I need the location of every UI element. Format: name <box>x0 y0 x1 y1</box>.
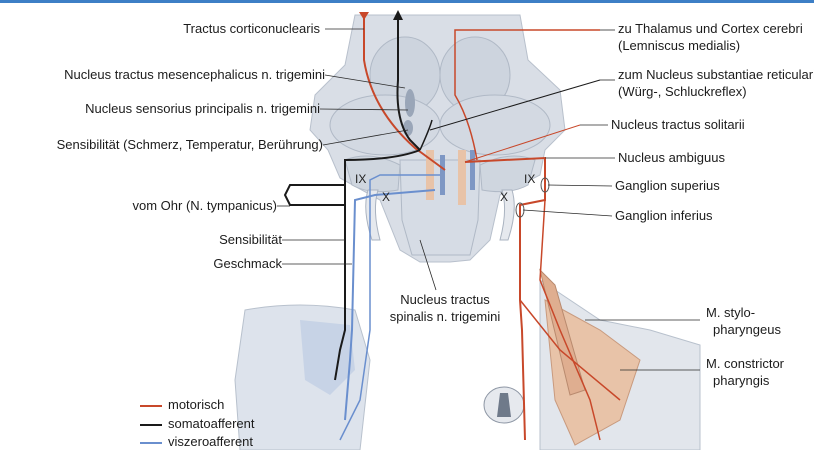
cerebellar-peduncle-left <box>345 156 400 192</box>
label-sensibilitaet: Sensibilität <box>219 232 282 248</box>
label-reticularis-line2: (Würg-, Schluckreflex) <box>618 84 747 100</box>
label-ganglion-superius: Ganglion superius <box>615 178 720 194</box>
leader-ganglion-inferius <box>523 210 612 216</box>
label-nucleus-mesencephalicus: Nucleus tractus mesencephalicus n. trige… <box>64 67 325 83</box>
label-sensibilitaet-schmerz: Sensibilität (Schmerz, Temperatur, Berüh… <box>57 137 323 153</box>
label-stylo-line1: M. stylo- <box>706 305 755 321</box>
mark-ix-right: IX <box>524 172 535 186</box>
solitary-nucleus-right <box>470 150 475 190</box>
label-thalamus-line2: (Lemniscus medialis) <box>618 38 740 54</box>
legend-swatch-motor <box>140 405 162 407</box>
label-ambiguus: Nucleus ambiguus <box>618 150 725 166</box>
legend-item-motor: motorisch <box>140 397 224 413</box>
label-ganglion-inferius: Ganglion inferius <box>615 208 713 224</box>
solitary-nucleus-left <box>440 155 445 195</box>
label-stylo-line2: pharyngeus <box>713 322 781 338</box>
label-nucleus-sensorius: Nucleus sensorius principalis n. trigemi… <box>85 101 320 117</box>
legend-item-visceral: viszeroafferent <box>140 434 253 450</box>
legend-label-motor: motorisch <box>168 397 224 412</box>
label-spinalis-line2: spinalis n. trigemini <box>380 309 510 325</box>
label-tractus-corticonuclearis: Tractus corticonuclearis <box>183 21 320 37</box>
legend-label-somatic: somatoafferent <box>168 416 254 431</box>
top-bar <box>0 0 814 3</box>
label-geschmack: Geschmack <box>213 256 282 272</box>
label-reticularis-line1: zum Nucleus substantiae reticularis <box>618 67 814 83</box>
label-thalamus-line1: zu Thalamus und Cortex cerebri <box>618 21 803 37</box>
mark-ix-left: IX <box>355 172 366 186</box>
legend-swatch-somatic <box>140 424 162 426</box>
nucleus-column-right <box>458 150 466 205</box>
pons-left <box>330 95 440 155</box>
label-constrictor-line1: M. constrictor <box>706 356 784 372</box>
sensory-nucleus <box>403 120 413 136</box>
mark-x-left: X <box>382 190 390 204</box>
label-constrictor-line2: pharyngis <box>713 373 769 389</box>
label-tractus-solitarii: Nucleus tractus solitarii <box>611 117 745 133</box>
label-vom-ohr: vom Ohr (N. tympanicus) <box>133 198 277 214</box>
trigeminal-nucleus <box>405 89 415 117</box>
leader-ganglion-superius <box>548 185 612 186</box>
somatic-tract-ear <box>285 185 345 205</box>
legend-label-visceral: viszeroafferent <box>168 434 253 449</box>
legend-item-somatic: somatoafferent <box>140 416 254 432</box>
pons-right <box>440 95 550 155</box>
mark-x-right: X <box>500 190 508 204</box>
legend-swatch-visceral <box>140 442 162 444</box>
label-spinalis-line1: Nucleus tractus <box>380 292 510 308</box>
